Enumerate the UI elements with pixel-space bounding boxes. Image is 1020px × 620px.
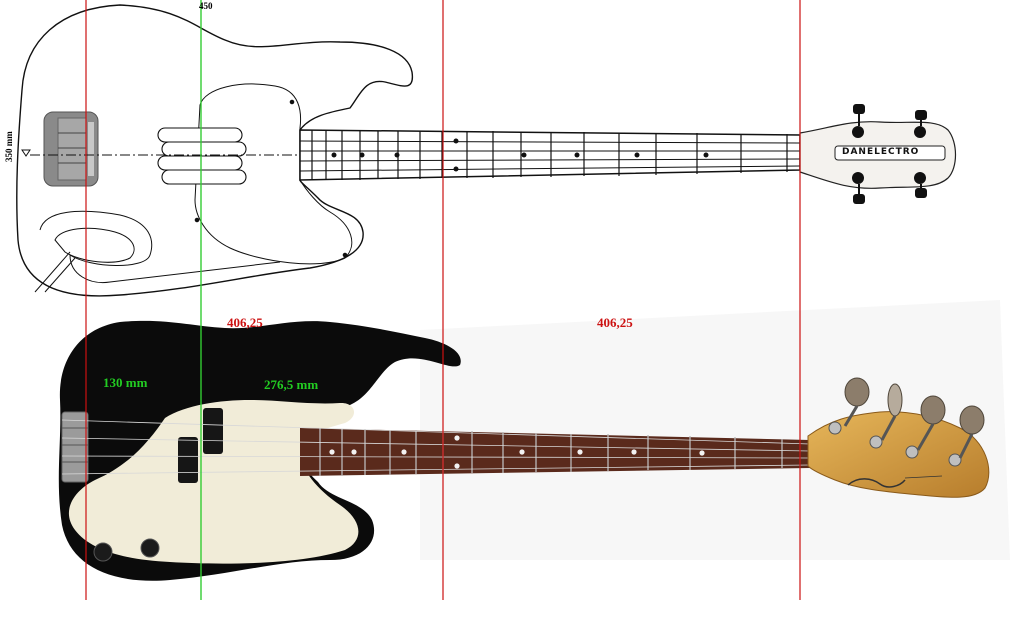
photo-inlays — [329, 435, 705, 469]
outline-pickups — [157, 127, 247, 185]
outline-bass — [16, 4, 414, 297]
outline-body — [16, 4, 414, 297]
measurement-lines — [85, 0, 801, 600]
outline-pickguard — [194, 83, 353, 265]
photo-background-shade — [420, 300, 1010, 560]
photo-headstock-logo — [847, 478, 906, 488]
photo-headstock — [807, 411, 990, 498]
outline-bridge — [43, 111, 99, 187]
photo-pickup-upper — [203, 408, 223, 454]
headstock-logo-text: DANELECTRO — [842, 147, 920, 157]
label-bridge-to-guide: 130 mm — [103, 375, 148, 390]
label-segment-right: 406,25 — [597, 315, 633, 330]
label-side-height: 350 mm — [4, 131, 14, 162]
outline-lower-cutout — [39, 210, 281, 284]
label-guide-to-pickguard: 276,5 mm — [264, 377, 319, 392]
label-top-mark: 450 — [199, 1, 213, 11]
outline-inlays — [331, 138, 709, 172]
photo-strings — [61, 419, 811, 475]
outline-neck — [299, 129, 801, 181]
outline-headstock — [799, 104, 957, 204]
photo-pickguard — [68, 400, 359, 564]
label-segment-left: 406,25 — [227, 315, 263, 330]
photo-tuners — [828, 377, 985, 467]
photo-pickup-lower — [178, 437, 198, 483]
outline-arrow-mark — [21, 149, 31, 157]
photo-bridge — [61, 411, 89, 483]
photo-bass — [58, 320, 990, 581]
